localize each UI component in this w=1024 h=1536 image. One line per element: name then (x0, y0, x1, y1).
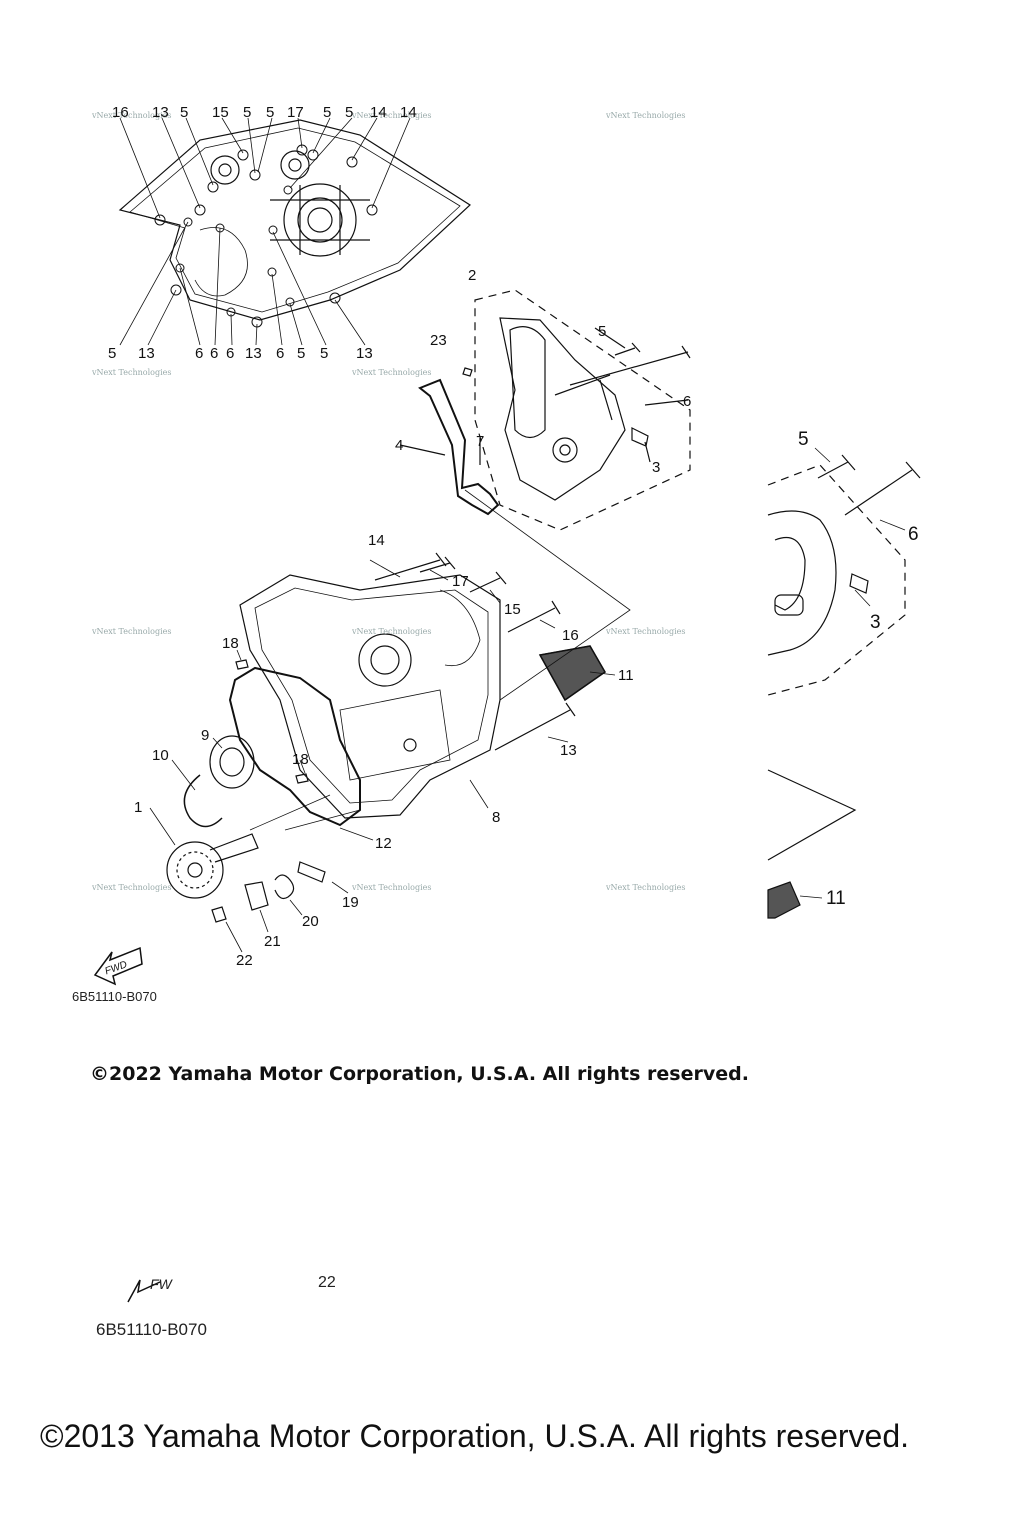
callout-label: 6 (226, 345, 234, 362)
ghost-22-text: 22 (318, 1274, 336, 1291)
callout-label: 6 (210, 345, 218, 362)
watermark: vNext Technologies (351, 627, 431, 636)
callout-label: 5 (798, 429, 809, 450)
callout-label: 17 (287, 104, 304, 121)
ghost-fwd-arrow (127, 1279, 161, 1303)
fwd-arrow (93, 946, 143, 986)
callout-label: 18 (222, 635, 239, 652)
callout-label: 14 (368, 532, 385, 549)
callout-label: 8 (492, 809, 500, 826)
oil-pump-box (474, 289, 691, 531)
callout-label: 1 (134, 799, 142, 816)
callout-label: 3 (652, 459, 660, 476)
ref-code-top: 6B51110-B070 (72, 989, 157, 1004)
zoom-strainer (767, 881, 801, 919)
watermark: vNext Technologies (351, 111, 431, 120)
callout-label: 6 (908, 524, 919, 545)
callout-label: 5 (180, 104, 188, 121)
callout-label: 12 (375, 835, 392, 852)
callout-label: 6 (195, 345, 203, 362)
callout-label: 17 (452, 573, 469, 590)
callout-label: 13 (245, 345, 262, 362)
ref-code-bottom: 6B51110-B070 (96, 1320, 207, 1339)
callout-label: 5 (320, 345, 328, 362)
callout-label: 9 (201, 727, 209, 744)
callout-label: 5 (323, 104, 331, 121)
callout-label: 14 (370, 104, 387, 121)
watermark: vNext Technologies (351, 883, 431, 892)
copyright-2013: ©2013 Yamaha Motor Corporation, U.S.A. A… (40, 1418, 910, 1454)
callout-label: 6 (683, 393, 691, 410)
ghost-fwd-text: FW (150, 1276, 172, 1292)
callout-label: 19 (342, 894, 359, 911)
callout-label: 13 (356, 345, 373, 362)
oil-pump-gear (166, 841, 224, 899)
callout-label: 18 (292, 751, 309, 768)
gasket (228, 666, 361, 827)
callout-label: 5 (598, 323, 606, 340)
oil-pipe (418, 378, 500, 516)
watermark: vNext Technologies (605, 111, 685, 120)
callout-label: 3 (870, 612, 881, 633)
crankcase-cover-outline (118, 119, 471, 321)
callout-label: 10 (152, 747, 169, 764)
callout-label: 20 (302, 913, 319, 930)
callout-label: 22 (236, 952, 253, 969)
callout-label: 5 (108, 345, 116, 362)
watermark: vNext Technologies (351, 368, 431, 377)
watermark: vNext Technologies (91, 111, 171, 120)
watermark: vNext Technologies (605, 627, 685, 636)
callout-label: 5 (266, 104, 274, 121)
callout-label: 16 (112, 104, 129, 121)
callout-label: 13 (138, 345, 155, 362)
callout-label: 2 (468, 267, 476, 284)
watermark: vNext Technologies (91, 883, 171, 892)
callout-label: 5 (297, 345, 305, 362)
callout-label: 21 (264, 933, 281, 950)
callout-label: 14 (400, 104, 417, 121)
crankcase-main (239, 574, 501, 819)
callout-label: 4 (395, 437, 403, 454)
callout-label: 11 (826, 888, 846, 909)
watermark: vNext Technologies (91, 627, 171, 636)
watermark: vNext Technologies (91, 368, 171, 377)
callout-label: 6 (276, 345, 284, 362)
oil-pump-body (499, 317, 626, 501)
callout-label: 16 (562, 627, 579, 644)
zoom-pump-body (767, 510, 837, 656)
callout-label: 13 (152, 104, 169, 121)
callout-label: 15 (504, 601, 521, 618)
callout-label: 7 (476, 433, 484, 450)
copyright-2022: ©2022 Yamaha Motor Corporation, U.S.A. A… (90, 1063, 749, 1085)
callout-label: 13 (560, 742, 577, 759)
callout-label: 15 (212, 104, 229, 121)
callout-label: 5 (345, 104, 353, 121)
callout-label: 5 (243, 104, 251, 121)
callout-label: 23 (430, 332, 447, 349)
callout-label: 11 (618, 667, 634, 684)
watermark: vNext Technologies (605, 883, 685, 892)
